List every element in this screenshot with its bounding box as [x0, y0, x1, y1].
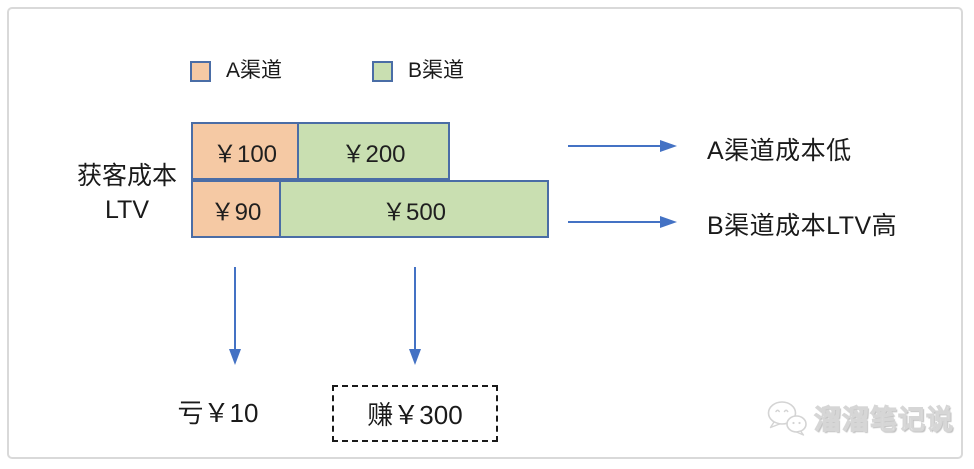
conclusion-channel-b: B渠道成本LTV高	[707, 212, 898, 240]
right-arrow-icon-channel-b	[568, 216, 677, 228]
bar-ltv-channel-b: ￥500	[279, 180, 549, 238]
legend-item-channel-b: B渠道	[372, 59, 464, 83]
legend-label-channel-a: A渠道	[226, 59, 283, 82]
wechat-icon	[767, 400, 807, 436]
down-arrow-icon-loss	[229, 267, 241, 365]
bar-acquisition-cost-channel-b: ￥200	[297, 122, 450, 180]
down-arrow-icon-gain	[409, 267, 421, 365]
bar-ltv-channel-a: ￥90	[191, 180, 281, 238]
watermark: 溜溜笔记说	[766, 398, 954, 437]
legend-label-channel-b: B渠道	[408, 59, 465, 82]
conclusion-channel-a: A渠道成本低	[707, 137, 852, 165]
outcome-gain-box: 赚￥300	[332, 385, 498, 442]
row-label-acquisition-cost: 获客成本	[76, 162, 177, 190]
channel-b-swatch	[372, 60, 393, 82]
row-label-ltv: LTV	[105, 196, 149, 224]
outcome-loss-text: 亏￥10	[177, 398, 259, 428]
outcome-gain-text: 赚￥300	[367, 400, 463, 430]
watermark-text: 溜溜笔记说	[814, 405, 954, 436]
legend-item-channel-a: A渠道	[190, 59, 282, 83]
channel-a-swatch	[190, 60, 211, 82]
bar-acquisition-cost-channel-a: ￥100	[191, 122, 299, 180]
right-arrow-icon-channel-a	[568, 140, 677, 152]
